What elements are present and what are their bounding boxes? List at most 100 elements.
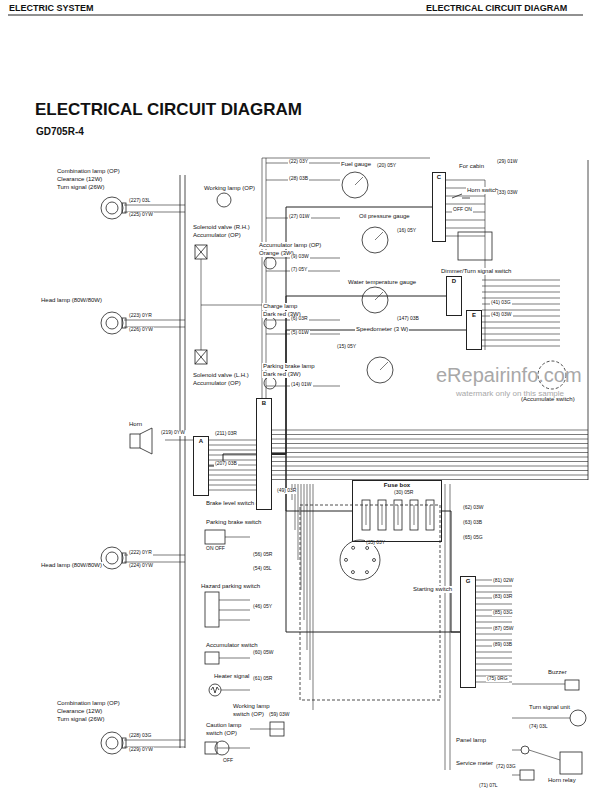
harness-connector	[442, 511, 460, 632]
wire-label: (63) 03B	[462, 520, 483, 526]
drop-wire	[304, 484, 305, 620]
part-name: Working lamp	[232, 703, 271, 710]
part-name: GD705R-4	[35, 126, 85, 137]
harness-boundary	[300, 505, 440, 700]
wire-label: (49) 03R	[276, 488, 297, 494]
bus-wire	[272, 448, 588, 449]
harness-wire	[209, 470, 256, 471]
switch-terminal	[365, 571, 368, 574]
lamp-symbol	[101, 197, 123, 219]
service-meter-symbol	[520, 770, 534, 780]
heater-coil	[211, 687, 219, 693]
part-name: Accumulator switch	[205, 642, 259, 649]
wire-label: (227) 03L	[128, 198, 151, 204]
gauge-needle	[380, 362, 388, 370]
drop-wire	[307, 484, 308, 650]
bus-wire	[272, 439, 588, 440]
part-name: Solenoid valve (L.H.)	[192, 372, 250, 379]
wire-label: (207) 03B	[214, 461, 238, 467]
lamp-socket	[122, 738, 126, 748]
lamp-symbol	[101, 547, 123, 569]
wire-label: (22) 03Y	[288, 159, 309, 165]
harness-wire	[209, 475, 256, 476]
wire-label: (60) 05W	[252, 650, 275, 656]
bus-wire	[588, 160, 589, 480]
drop-wire	[310, 484, 311, 680]
harness-connector	[272, 454, 460, 632]
solenoid-valve	[195, 350, 207, 364]
switch-wire	[219, 610, 250, 611]
switch-wire	[225, 537, 250, 538]
gauge-symbol	[362, 287, 388, 313]
drop-wire	[301, 484, 302, 590]
part-name: Combination lamp (OP)	[56, 700, 121, 707]
bus-wire	[272, 461, 588, 462]
wire	[512, 684, 565, 685]
wire-label: (59) 03W	[268, 712, 291, 718]
lamp-socket	[122, 203, 126, 213]
switch-terminal	[351, 571, 354, 574]
wire-label: (74) 03L	[528, 724, 549, 730]
wire-label: (33) 03W	[496, 190, 519, 196]
part-name: Caution lamp	[205, 722, 242, 729]
part-name: Working lamp (OP)	[203, 185, 256, 192]
block-label: Fuse box	[353, 481, 441, 490]
part-name: ELECTRICAL CIRCUIT DIAGRAM	[425, 4, 568, 14]
connector-block: A	[193, 436, 209, 496]
harness-wire	[485, 180, 486, 350]
part-name: Head lamp (80W/80W)	[40, 562, 103, 569]
harness-wire	[209, 440, 256, 441]
harness-wire	[446, 204, 485, 205]
solenoid-valve	[195, 245, 207, 259]
wire-label: ON OFF	[205, 546, 226, 552]
harness-wire	[209, 485, 256, 486]
harness-wire	[482, 340, 560, 341]
wire-label: (211) 03R	[214, 431, 238, 437]
wire	[512, 750, 521, 751]
harness-wire	[446, 236, 485, 237]
part-name: Charge lamp	[262, 303, 298, 310]
harness-wire	[209, 445, 256, 446]
part-name: Horn	[128, 421, 143, 428]
gauge-symbol	[367, 357, 393, 383]
part-name: Turn signal (26W)	[56, 716, 105, 723]
part-name: Dimmer/Turn signal switch	[440, 268, 512, 275]
switch-terminal	[366, 546, 369, 549]
bus-wire	[272, 470, 588, 471]
indicator-lamp	[264, 317, 276, 329]
harness-wire	[476, 634, 512, 635]
harness-wire	[482, 310, 560, 311]
wire-label: (7) 05Y	[290, 267, 308, 273]
harness-wire	[476, 670, 512, 671]
wire-label: (5) 01W	[290, 330, 310, 336]
starting-switch-symbol	[340, 540, 380, 580]
harness-wire	[209, 480, 256, 481]
fuse-symbol	[378, 500, 386, 530]
bus-wire	[272, 443, 588, 444]
harness-wire	[476, 640, 512, 641]
part-name: switch (OP)	[205, 730, 238, 737]
wire-label: (225) 0YW	[128, 212, 154, 218]
wire-label: (222) 0YR	[128, 550, 153, 556]
part-name: Solenoid valve (R.H.)	[192, 224, 251, 231]
harness-wire	[262, 158, 263, 398]
part-name: Accumulator lamp (OP)	[258, 242, 322, 249]
switch-wire	[221, 690, 250, 691]
harness-wire	[482, 292, 560, 293]
harness-wire	[482, 334, 560, 335]
wire-label: (41) 03G	[490, 300, 512, 306]
fuse-element	[382, 505, 383, 525]
part-name: Clearance (12W)	[56, 708, 103, 715]
drop-wire	[298, 484, 299, 560]
harness-wire	[209, 455, 256, 456]
wire-label: (224) 0YW	[128, 563, 154, 569]
fuse-symbol	[394, 500, 402, 530]
bus-wire	[272, 475, 588, 476]
block-label: B	[257, 399, 271, 408]
wire-label: (89) 03B	[492, 642, 513, 648]
harness-wire	[266, 158, 267, 398]
block-label: G	[461, 577, 475, 586]
wire	[201, 305, 262, 306]
watermark: eRepairinfo.com	[435, 364, 583, 386]
lamp-symbol	[106, 317, 118, 329]
